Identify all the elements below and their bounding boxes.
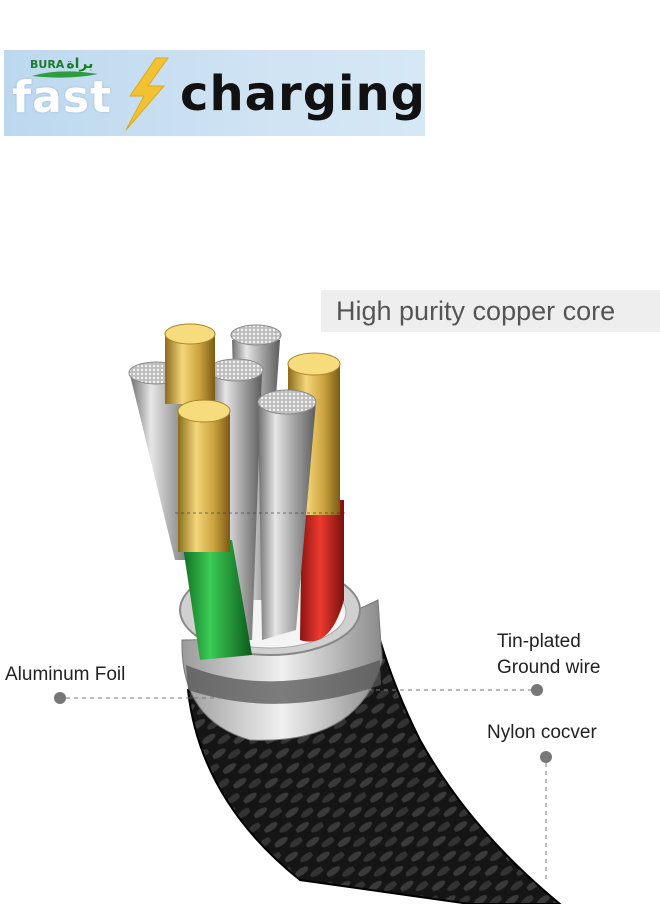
tin-plated-label: Tin-plated bbox=[497, 631, 581, 652]
copper-core-label-box bbox=[321, 290, 660, 332]
brand-name-latin: BURA bbox=[30, 57, 65, 71]
brand-logo: BURA براة bbox=[30, 56, 93, 72]
brand-name-arabic: براة bbox=[66, 56, 94, 72]
fast-charging-banner: BURA براة fast charging bbox=[4, 50, 425, 136]
banner-word-fast: fast bbox=[12, 72, 113, 123]
leaf-swoosh-icon bbox=[32, 71, 98, 78]
copper-core-label: High purity copper core bbox=[336, 296, 616, 326]
banner-word-charging: charging bbox=[180, 66, 427, 122]
lightning-bolt-icon bbox=[125, 57, 169, 131]
nylon-cover-label: Nylon cocver bbox=[487, 722, 597, 743]
ground-wire-label: Ground wire bbox=[497, 657, 601, 678]
aluminum-foil-label: Aluminum Foil bbox=[5, 664, 126, 685]
